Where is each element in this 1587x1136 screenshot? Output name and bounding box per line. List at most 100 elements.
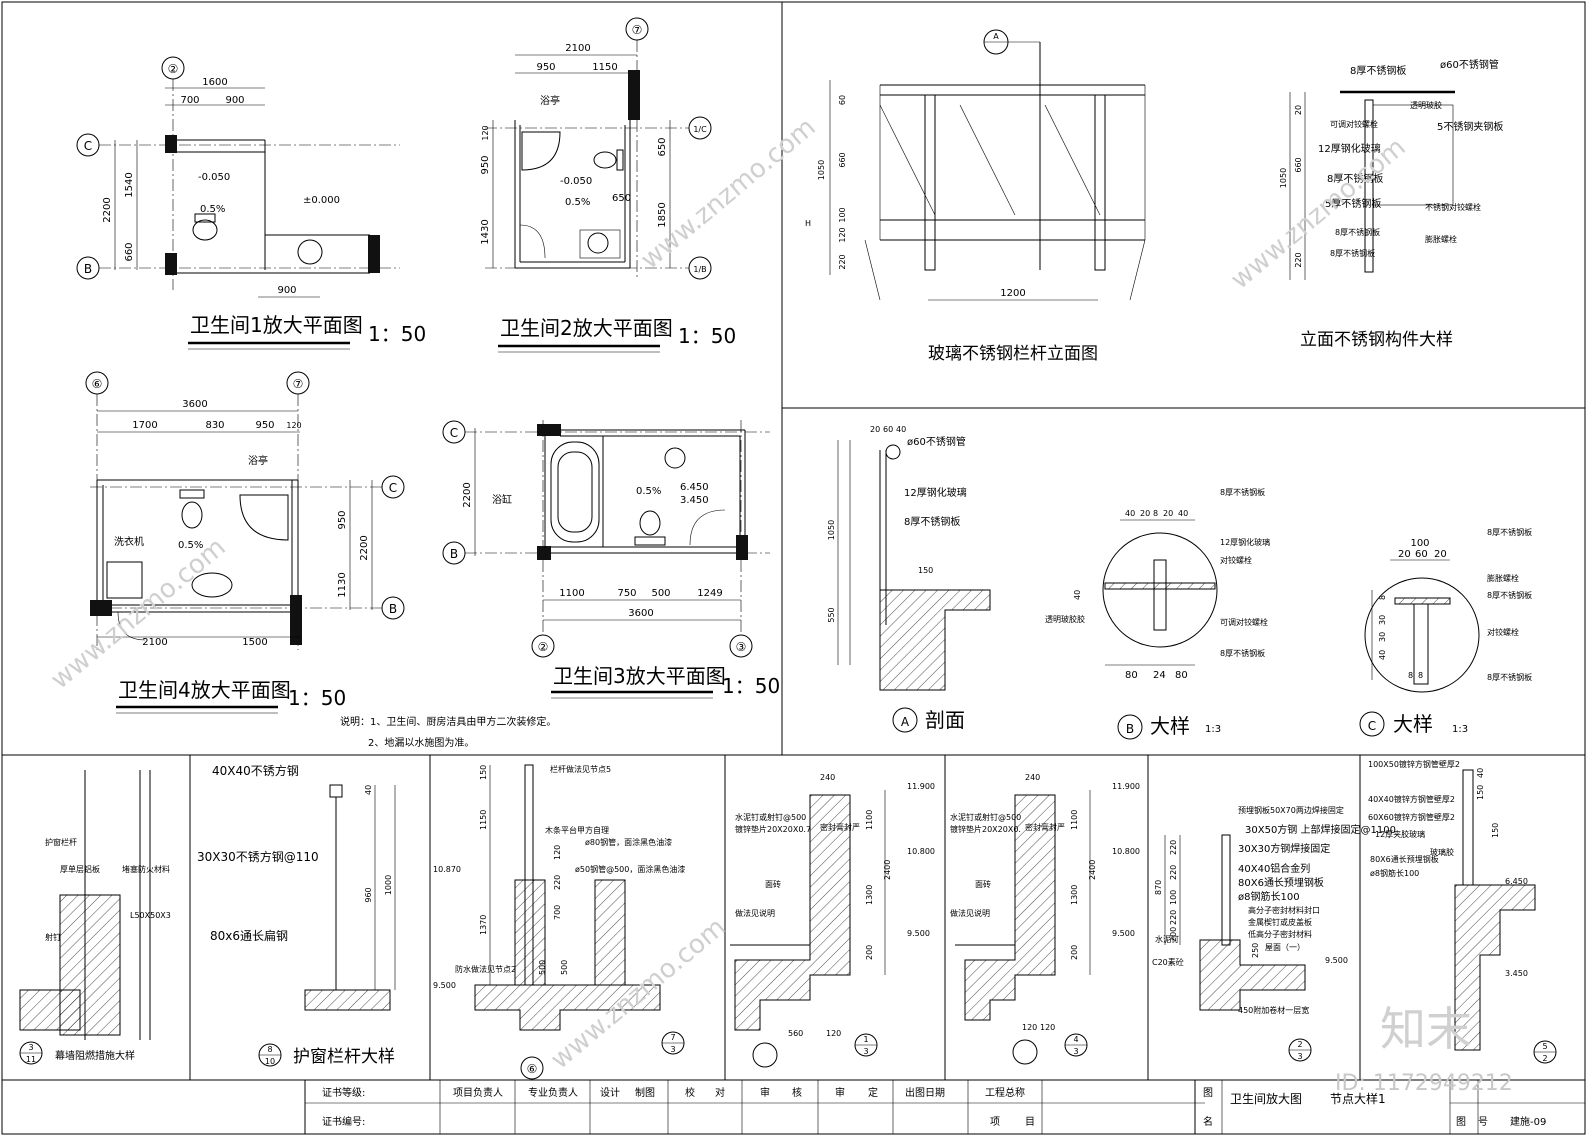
- plan-title: 卫生间3放大平面图: [553, 664, 726, 688]
- tb-role: 审: [760, 1086, 770, 1099]
- axis-label: C: [450, 426, 458, 440]
- detail-label: 对铰螺栓: [1220, 555, 1252, 565]
- tb-role: 工程总称: [985, 1086, 1025, 1099]
- concrete-slab: [1454, 884, 1536, 1051]
- detail-marker: [1359, 711, 1385, 737]
- dim-text: 1100: [865, 810, 874, 830]
- level-text: -0.050: [560, 176, 592, 187]
- dim-text: 2200: [462, 482, 473, 507]
- dim-text: 100: [1410, 538, 1429, 549]
- detail-label: 40X40铝合金列: [1238, 862, 1310, 875]
- detail-index-top: 7: [670, 1033, 675, 1042]
- dim-text: 1130: [337, 572, 348, 597]
- dim-text: 660: [124, 242, 135, 261]
- dim-text: 2400: [1088, 860, 1097, 880]
- railing-post: [924, 94, 936, 271]
- dim-text: 220: [553, 875, 562, 890]
- dim-text: 1300: [865, 885, 874, 905]
- detail-label: 8厚不锈钢板: [1330, 248, 1375, 258]
- detail-title: 大样: [1150, 714, 1190, 738]
- slope-text: 0.5%: [200, 204, 225, 215]
- axis-label: ⑥: [527, 1062, 538, 1076]
- dim-text: 20: [1434, 549, 1447, 560]
- slope-text: 0.5%: [636, 486, 661, 497]
- dim-text: 950: [480, 155, 491, 174]
- detail-label: 栏杆做法见节点5: [550, 764, 611, 774]
- detail-label: 水泥钉或射钉@500: [735, 812, 806, 822]
- level-text: 9.500: [433, 981, 456, 990]
- detail-title: 护窗栏杆大样: [293, 1047, 395, 1067]
- dim-text: 60: [1415, 549, 1428, 560]
- dim-text: 650: [657, 137, 668, 156]
- level-text: 9.500: [1112, 929, 1135, 938]
- detail-label: 8厚不锈钢板: [1335, 227, 1380, 237]
- detail-label: 密封膏封严: [1025, 822, 1065, 832]
- dim-text: 20: [870, 425, 880, 434]
- detail-6: 预埋钢板50X70两边焊接固定 30X50方钢 上部焊接固定@1100 30X3…: [1152, 805, 1396, 1062]
- detail-circle: [1102, 532, 1218, 648]
- wall-block: [165, 253, 177, 275]
- vanity: [579, 229, 621, 259]
- detail-label: 厚单层铝板: [60, 864, 100, 874]
- detail-label: 射钉: [45, 932, 61, 942]
- concrete-wall: [514, 879, 546, 986]
- dim-text: 8: [1378, 595, 1387, 600]
- wall-block: [628, 70, 640, 120]
- detail-label: 水泥钉或射钉@500: [950, 812, 1021, 822]
- detail-index-bottom: 3: [863, 1047, 868, 1056]
- detail-3: 栏杆做法见节点5 木条平台甲方自理 ø80钢管，面涂黑色油漆 ø50钢管@500…: [433, 764, 685, 1080]
- detail-index-top: 1: [863, 1035, 868, 1044]
- dim-text: 1600: [202, 77, 227, 88]
- detail-title: 幕墙阻燃措施大样: [55, 1049, 135, 1062]
- dim-text: 250: [1251, 943, 1260, 958]
- detail-label: ø60不锈钢管: [1440, 58, 1499, 71]
- detail-marker: [892, 707, 918, 733]
- axis-label: C: [389, 481, 397, 495]
- dim-text: 900: [225, 95, 244, 106]
- bathtub-icon: [550, 441, 600, 543]
- dim-text: 40: [364, 785, 373, 795]
- door-swing: [117, 611, 146, 641]
- tb-role: 核: [792, 1086, 802, 1099]
- plan-scale: 1：50: [722, 674, 780, 698]
- bathtub-inner: [557, 451, 593, 533]
- washer-label: 洗衣机: [114, 535, 144, 548]
- detail-label: 8厚不锈钢板: [1487, 527, 1532, 537]
- dim-text: 550: [827, 607, 836, 622]
- detail-label: 12厚钢化玻璃: [1318, 142, 1381, 155]
- detail-label: 护窗栏杆: [45, 837, 77, 847]
- detail-label: 40X40镀锌方钢管壁厚2: [1368, 794, 1455, 804]
- tb-role: 制图: [635, 1086, 655, 1099]
- detail-scale: 1:3: [1205, 724, 1221, 735]
- axis-label: ③: [736, 640, 747, 654]
- detail-label: 450附加卷材一层宽: [1238, 1005, 1309, 1015]
- concrete-parapet: [734, 794, 851, 1031]
- dim-text: H: [805, 219, 811, 228]
- detail-label: L50X50X3: [130, 911, 171, 920]
- detail-label: 8厚不锈钢板: [1220, 648, 1265, 658]
- detail-label: 8厚不锈钢板: [1350, 64, 1406, 77]
- glass-section: [1153, 559, 1167, 631]
- dim-text: 1100: [559, 588, 584, 599]
- wall-block: [537, 424, 561, 436]
- dim-text: 1050: [1279, 168, 1288, 188]
- dim-text: 660: [1294, 157, 1303, 172]
- bath2-plan: ⑦ 1/C 1/B 2100 950 1150 120 950 1430 650…: [480, 17, 736, 353]
- drawing-name: 卫生间放大图: [1230, 1091, 1302, 1106]
- detail-label: 玻璃胶: [1430, 847, 1454, 857]
- dim-text: 2100: [565, 43, 590, 54]
- level-text: 3.450: [680, 495, 709, 506]
- detail-label: 60X60镀锌方钢管壁厚2: [1368, 812, 1455, 822]
- tb-ming: 名: [1203, 1115, 1213, 1128]
- detail-label: 膨胀螺栓: [1487, 573, 1519, 583]
- dim-text: 200: [1070, 945, 1079, 960]
- dim-text: 1150: [479, 810, 488, 830]
- railing-title: 玻璃不锈钢栏杆立面图: [928, 344, 1098, 364]
- slope-text: 0.5%: [178, 540, 203, 551]
- detail-index-bottom: 3: [1297, 1052, 1302, 1061]
- detail-label: 30X50方钢 上部焊接固定@1100: [1245, 823, 1396, 836]
- axis-label: B: [450, 547, 458, 561]
- dim-text: 150: [918, 566, 933, 575]
- glass-reflect: [879, 104, 936, 216]
- tb-role: 项目负责人: [453, 1086, 503, 1099]
